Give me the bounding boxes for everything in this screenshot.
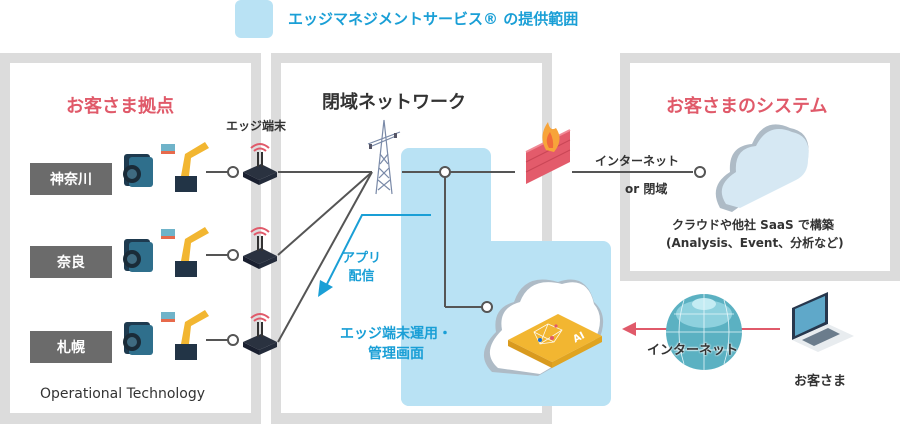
site-label-kanagawa: 神奈川 [30, 163, 112, 195]
router-icon [242, 143, 278, 186]
internet-connection-label: インターネット [595, 154, 680, 168]
firewall-icon [525, 122, 571, 184]
router-icon [242, 313, 278, 356]
customer-sites-title: お客さま拠点 [66, 96, 174, 117]
internet-globe-icon [666, 294, 742, 370]
camera-icon [123, 154, 153, 187]
edge-device-label: エッジ端末 [226, 119, 287, 133]
management-line1: エッジ端末運用・ [340, 326, 452, 342]
legend-label: エッジマネジメントサービス® の提供範囲 [288, 10, 579, 28]
customer-cloud-icon [715, 124, 809, 212]
access-arrowhead [622, 322, 636, 336]
robot-arm-icon [161, 142, 209, 192]
router-icon [242, 227, 278, 270]
site-label-nara: 奈良 [30, 246, 112, 278]
junction-node [439, 166, 451, 178]
app-delivery-line1: アプリ [342, 251, 382, 266]
junction-node [227, 334, 239, 346]
customer-system-desc-2: (Analysis、Event、分析など) [666, 236, 844, 250]
site-devices [123, 142, 278, 360]
camera-icon [123, 239, 153, 272]
customer-label: お客さま [794, 374, 847, 389]
junction-node [227, 166, 239, 178]
app-delivery-label: アプリ 配信 [342, 250, 381, 286]
transmission-tower-icon [367, 119, 401, 195]
laptop-icon [792, 292, 854, 352]
ai-chip-label: AI [571, 330, 586, 345]
site-label-sapporo: 札幌 [30, 331, 112, 363]
app-delivery-line2: 配信 [348, 269, 375, 284]
customer-system-title: お客さまのシステム [666, 96, 828, 117]
junction-node [227, 249, 239, 261]
management-line2: 管理画面 [368, 346, 424, 362]
ai-chip-icon: AI [508, 314, 602, 368]
legend-swatch [235, 0, 273, 38]
closed-connection-label: or 閉域 [625, 182, 668, 196]
ot-footer: Operational Technology [40, 386, 206, 402]
robot-arm-icon [161, 227, 209, 277]
junction-node [694, 166, 706, 178]
app-delivery-arrow [324, 214, 431, 289]
app-delivery-arrowhead [318, 280, 333, 297]
closed-network-title: 閉域ネットワーク [322, 92, 466, 113]
camera-icon [123, 322, 153, 355]
robot-arm-icon [161, 310, 209, 360]
management-console-label: エッジ端末運用・ 管理画面 [340, 324, 452, 364]
customer-system-desc-1: クラウドや他社 SaaS で構築 [672, 218, 834, 232]
junction-node [481, 301, 493, 313]
customer-internet-label: インターネット [647, 343, 739, 358]
